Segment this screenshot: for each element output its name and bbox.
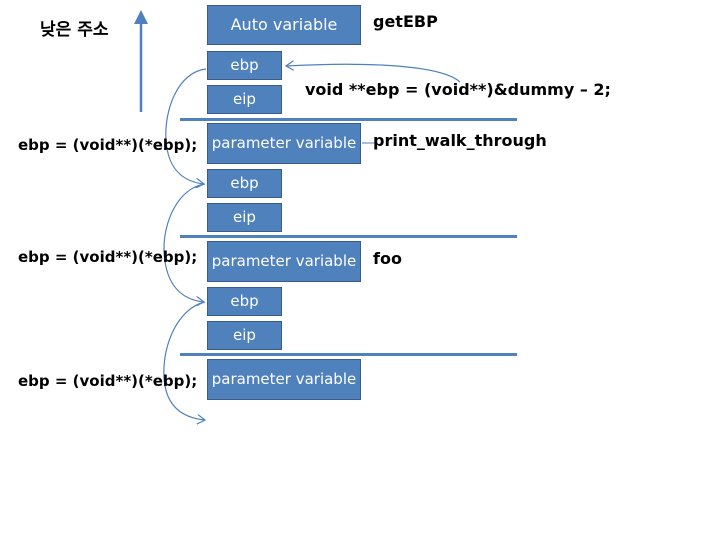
print-walk-ebp-box: ebp: [207, 169, 282, 198]
walk-statement-2: ebp = (void**)(*ebp);: [18, 248, 198, 266]
walk-statement-1: ebp = (void**)(*ebp);: [18, 136, 198, 154]
caller-parameter-box: parameter variable: [207, 359, 361, 400]
frame-label-getebp: getEBP: [373, 12, 438, 31]
low-address-arrow-head: [134, 10, 148, 24]
foo-parameter-box: parameter variable: [207, 241, 361, 282]
walk-statement-3: ebp = (void**)(*ebp);: [18, 372, 198, 390]
frame-divider-2: [180, 235, 517, 238]
print-walk-parameter-box: parameter variable: [207, 123, 361, 164]
frame-label-print-walk-through: print_walk_through: [373, 131, 547, 150]
frame-divider-3: [180, 353, 517, 356]
foo-eip-box: eip: [207, 321, 282, 350]
frame-label-foo: foo: [373, 249, 402, 268]
ebp-chain-arrow-3: [163, 301, 205, 420]
frame-divider-1: [180, 118, 517, 121]
low-address-label: 낮은 주소: [40, 20, 109, 40]
foo-ebp-box: ebp: [207, 287, 282, 316]
getebp-ebp-box: ebp: [207, 51, 282, 80]
print-walk-eip-box: eip: [207, 203, 282, 232]
code-to-ebp-arrow: [286, 64, 461, 83]
ebp-chain-arrow-2: [163, 183, 205, 302]
auto-variable-box: Auto variable: [207, 5, 361, 45]
ebp-chain-arrow-1: [165, 68, 207, 184]
dummy-code-label: void **ebp = (void**)&dummy – 2;: [305, 80, 611, 99]
getebp-eip-box: eip: [207, 85, 282, 114]
